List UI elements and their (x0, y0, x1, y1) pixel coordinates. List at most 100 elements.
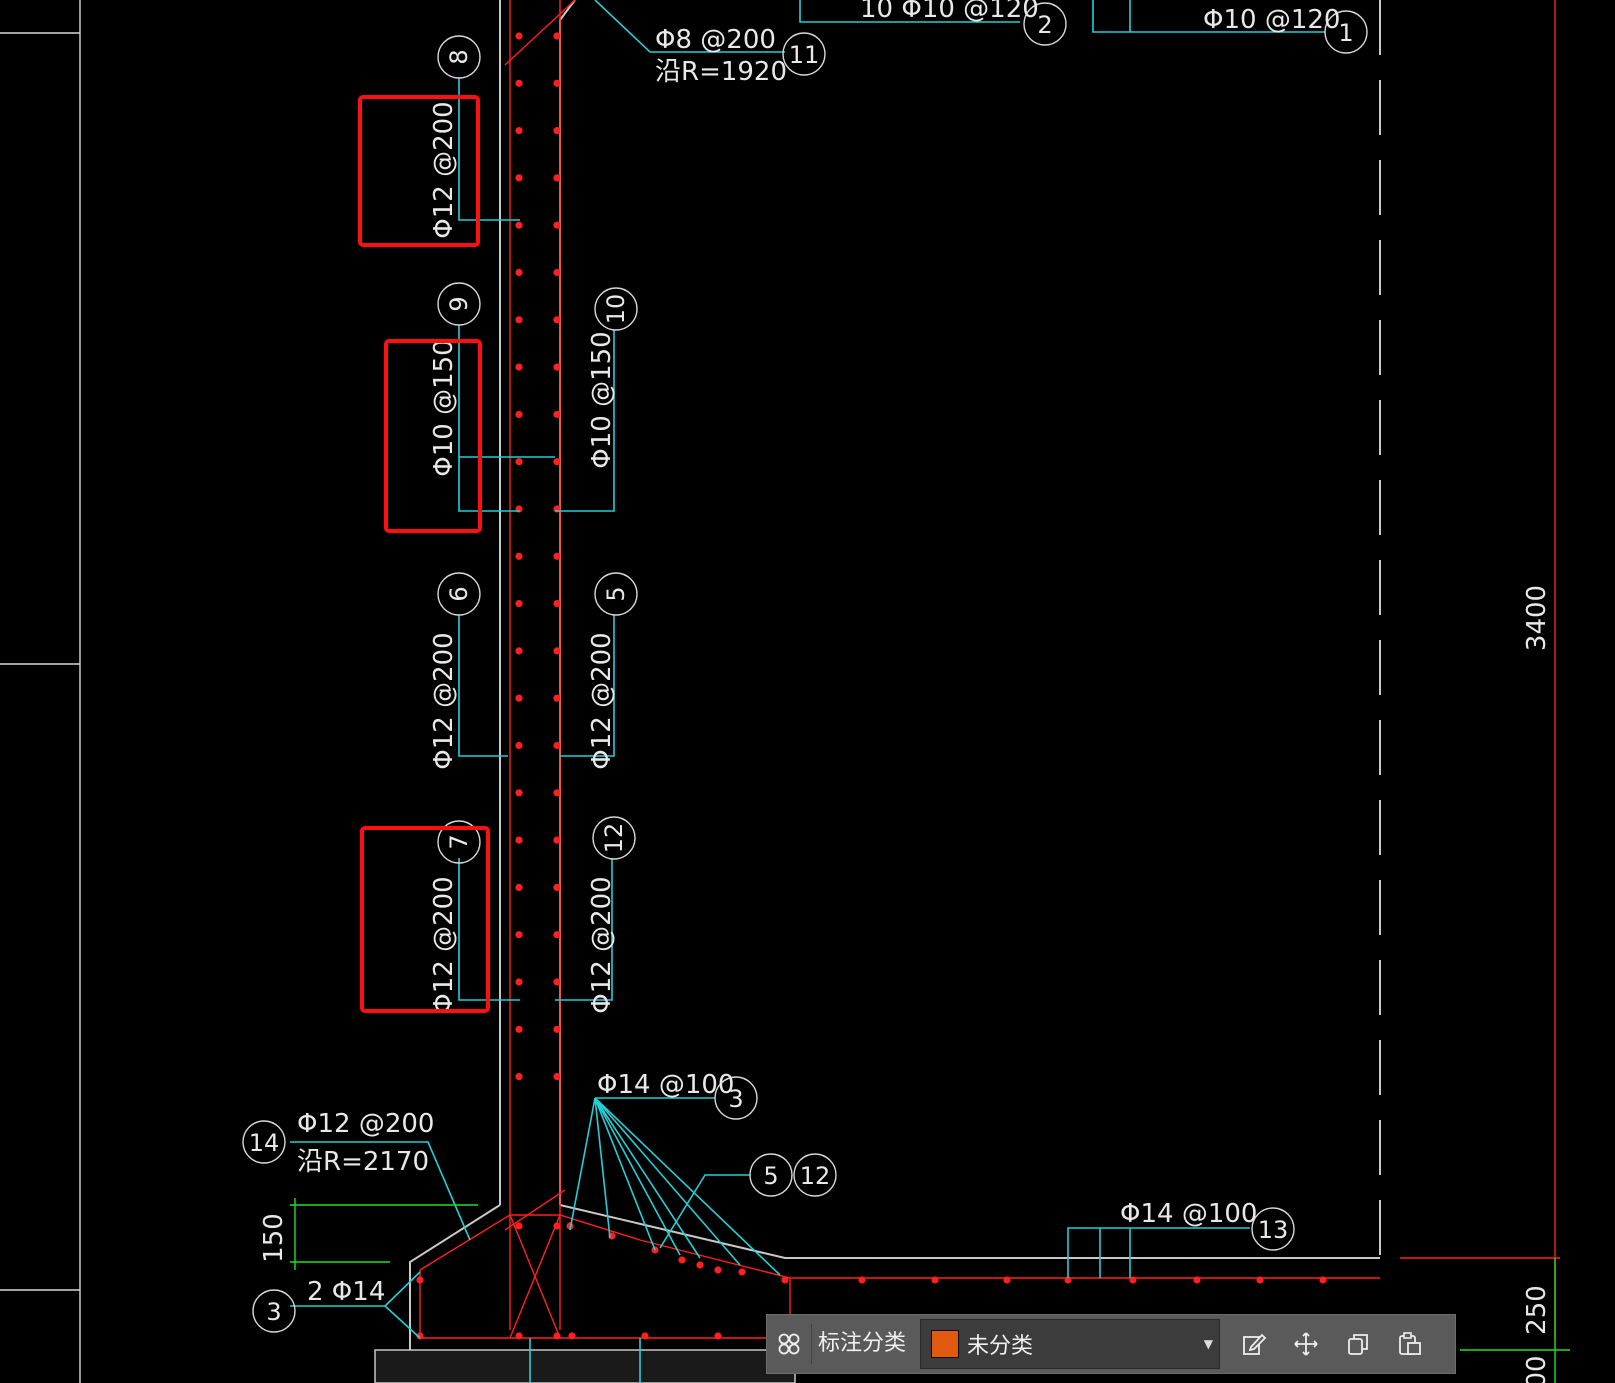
rebar-dot (738, 1268, 746, 1276)
paste-icon[interactable] (1388, 1322, 1432, 1366)
rebar-dot (553, 978, 561, 986)
rebar-dot (515, 1025, 523, 1033)
annotation-category-label: 标注分类 (811, 1324, 916, 1364)
rebar-dot (515, 883, 523, 892)
callout-6: 6 (445, 586, 473, 601)
rebar-dot (515, 552, 523, 560)
dim-3400: 3400 (1522, 585, 1552, 651)
rebar-dot (416, 1332, 424, 1340)
dimension-150 (290, 1198, 1570, 1383)
rebar-dot (553, 1332, 561, 1340)
rebar-dot (515, 1332, 523, 1340)
rebar-dot (515, 1222, 523, 1230)
rebar-dot (553, 552, 561, 560)
callout-1: 1 (1338, 19, 1353, 47)
rebar-dot (553, 694, 561, 702)
dim-150: 150 (259, 1213, 289, 1263)
callout-7: 7 (445, 834, 473, 849)
vlabel-8: Φ12 @200 (429, 101, 459, 238)
rebar-dot (553, 741, 561, 750)
horizontal-labels: 10 Φ10 @120 Φ10 @120 Φ8 @200 沿R=1920 Φ14… (297, 0, 1340, 1307)
label-14-b: 沿R=2170 (297, 1147, 429, 1177)
category-color-swatch (931, 1330, 960, 1358)
callout-13: 13 (1258, 1216, 1289, 1244)
rebar-dot (553, 836, 561, 844)
rebar-dot (515, 79, 523, 87)
rebar-dot (416, 1276, 424, 1284)
rebar-dot (515, 978, 523, 986)
rebar-dot (553, 363, 561, 371)
rebar-dot (1003, 1276, 1011, 1284)
rebar-dot (553, 410, 561, 418)
rebar-dot (515, 600, 523, 608)
callout-14: 14 (249, 1129, 280, 1157)
rebar-dot (641, 1332, 649, 1340)
rebar-dot (515, 647, 523, 655)
callout-10: 10 (602, 294, 630, 325)
rebar-dot (553, 127, 561, 135)
leader-lines (290, 0, 1325, 1383)
category-selected-value: 未分类 (967, 1334, 1034, 1359)
rebar-dot (515, 127, 523, 135)
rebar-dot (553, 931, 561, 939)
rebar-dot (553, 32, 561, 40)
rebar-dot (678, 1256, 686, 1264)
callout-numbers: 2 1 11 8 9 10 6 5 7 12 3 5 12 13 14 3 (249, 11, 1354, 1326)
vlabel-6: Φ12 @200 (429, 632, 459, 769)
rebar-dot (515, 741, 523, 750)
callout-5b: 5 (763, 1162, 778, 1190)
callout-3b: 3 (266, 1298, 281, 1326)
callout-9: 9 (445, 296, 473, 311)
dimension-texts: 3400 150 250 00 (259, 585, 1552, 1383)
rebar-dot (553, 1025, 561, 1033)
grid-icon[interactable] (767, 1322, 811, 1366)
rebar-dot (515, 931, 523, 939)
copy-icon[interactable] (1336, 1322, 1380, 1366)
rebar-dot (931, 1276, 939, 1284)
rebar-dot (1319, 1276, 1327, 1284)
rebar-dot (553, 883, 561, 892)
wall-outline (374, 0, 1381, 1383)
rebar-dot (714, 1332, 722, 1340)
category-select[interactable]: 未分类 ▼ (920, 1319, 1221, 1369)
rebar-dot (553, 458, 561, 466)
label-11-a: Φ8 @200 (655, 25, 776, 55)
rebar-dot (553, 647, 561, 655)
rebar-dot (553, 316, 561, 324)
move-icon[interactable] (1284, 1322, 1328, 1366)
rebar-dot (714, 1266, 722, 1274)
chevron-down-icon: ▼ (1203, 1337, 1214, 1351)
vertical-labels: Φ12 @200 Φ10 @150 Φ10 @150 Φ12 @200 Φ12 … (429, 101, 617, 1013)
label-3-main: Φ14 @100 (597, 1070, 734, 1100)
label-top-a: 10 Φ10 @120 (860, 0, 1039, 24)
rebar-dots (416, 32, 1327, 1340)
rebar-dot (515, 458, 523, 466)
callout-3a: 3 (728, 1085, 743, 1113)
rebar-dot (515, 789, 523, 797)
rebar-dot (568, 1332, 576, 1340)
rebar-dot (553, 789, 561, 797)
rebar-dot (515, 32, 523, 40)
rebar-dot (1256, 1276, 1264, 1284)
rebar-dot (515, 836, 523, 844)
dim-250: 250 (1522, 1285, 1552, 1335)
highlight-box-9 (384, 339, 482, 533)
rebar-dot (553, 1222, 561, 1230)
vlabel-10: Φ10 @150 (587, 331, 617, 468)
callout-2: 2 (1037, 11, 1052, 39)
rebar-dot (515, 363, 523, 371)
rebar-dot (515, 268, 523, 277)
vlabel-12: Φ12 @200 (587, 876, 617, 1013)
rebar-dot (696, 1261, 704, 1269)
rebar-dot (515, 1073, 523, 1081)
edit-icon[interactable] (1232, 1322, 1276, 1366)
vlabel-5: Φ12 @200 (587, 632, 617, 769)
callout-8: 8 (445, 49, 473, 64)
rebar-dot (553, 221, 561, 229)
label-13: Φ14 @100 (1120, 1199, 1257, 1229)
rebar-dot (515, 694, 523, 702)
rebar-lines (419, 0, 1560, 1340)
label-14-a: Φ12 @200 (297, 1109, 434, 1139)
label-top-b: Φ10 @120 (1203, 5, 1340, 35)
